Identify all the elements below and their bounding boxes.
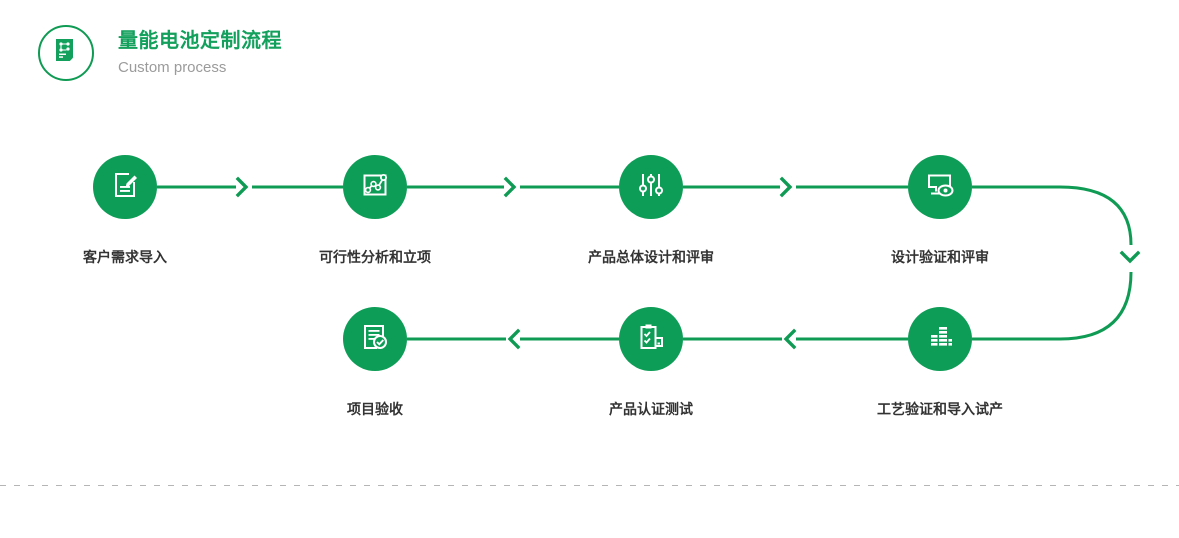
monitor-eye-icon bbox=[924, 169, 956, 206]
step-4-circle[interactable] bbox=[908, 155, 972, 219]
flow-step-5[interactable]: 工艺验证和导入试产 bbox=[865, 307, 1015, 419]
clipboard-check-icon bbox=[635, 321, 667, 358]
step-2-circle[interactable] bbox=[343, 155, 407, 219]
step-6-circle[interactable] bbox=[619, 307, 683, 371]
footer-divider bbox=[0, 485, 1179, 486]
section-header: 量能电池定制流程 Custom process bbox=[38, 25, 282, 81]
arrow-step2-step3 bbox=[503, 176, 517, 198]
flow-step-6[interactable]: 产品认证测试 bbox=[576, 307, 726, 419]
step-1-circle[interactable] bbox=[93, 155, 157, 219]
step-6-label: 产品认证测试 bbox=[609, 401, 693, 417]
document-pencil-icon bbox=[109, 169, 141, 206]
page-subtitle: Custom process bbox=[118, 59, 227, 76]
sliders-icon bbox=[635, 169, 667, 206]
step-5-label: 工艺验证和导入试产 bbox=[877, 401, 1003, 417]
header-text-block: 量能电池定制流程 Custom process bbox=[118, 25, 282, 79]
flow-step-2[interactable]: 可行性分析和立项 bbox=[300, 155, 450, 267]
step-4-label: 设计验证和评审 bbox=[891, 249, 989, 265]
step-1-label: 客户需求导入 bbox=[83, 249, 167, 265]
flow-step-1[interactable]: 客户需求导入 bbox=[50, 155, 200, 267]
arrow-step5-step6 bbox=[783, 328, 797, 350]
step-5-circle[interactable] bbox=[908, 307, 972, 371]
flow-step-3[interactable]: 产品总体设计和评审 bbox=[576, 155, 726, 267]
step-3-label: 产品总体设计和评审 bbox=[588, 249, 714, 265]
flow-step-4[interactable]: 设计验证和评审 bbox=[865, 155, 1015, 267]
bar-chart-icon bbox=[924, 321, 956, 358]
flow-step-7[interactable]: 项目验收 bbox=[300, 307, 450, 419]
step-2-label: 可行性分析和立项 bbox=[319, 249, 431, 265]
step-7-circle[interactable] bbox=[343, 307, 407, 371]
page-title: 量能电池定制流程 bbox=[118, 30, 282, 52]
header-badge-circle bbox=[38, 25, 94, 81]
line-chart-icon bbox=[359, 169, 391, 206]
arrow-step6-step7 bbox=[507, 328, 521, 350]
flowchart-document-icon bbox=[52, 37, 80, 70]
arrow-row-turn bbox=[1119, 250, 1141, 264]
step-3-circle[interactable] bbox=[619, 155, 683, 219]
document-check-icon bbox=[359, 321, 391, 358]
step-7-label: 项目验收 bbox=[347, 401, 403, 417]
arrow-step1-step2 bbox=[235, 176, 249, 198]
arrow-step3-step4 bbox=[779, 176, 793, 198]
